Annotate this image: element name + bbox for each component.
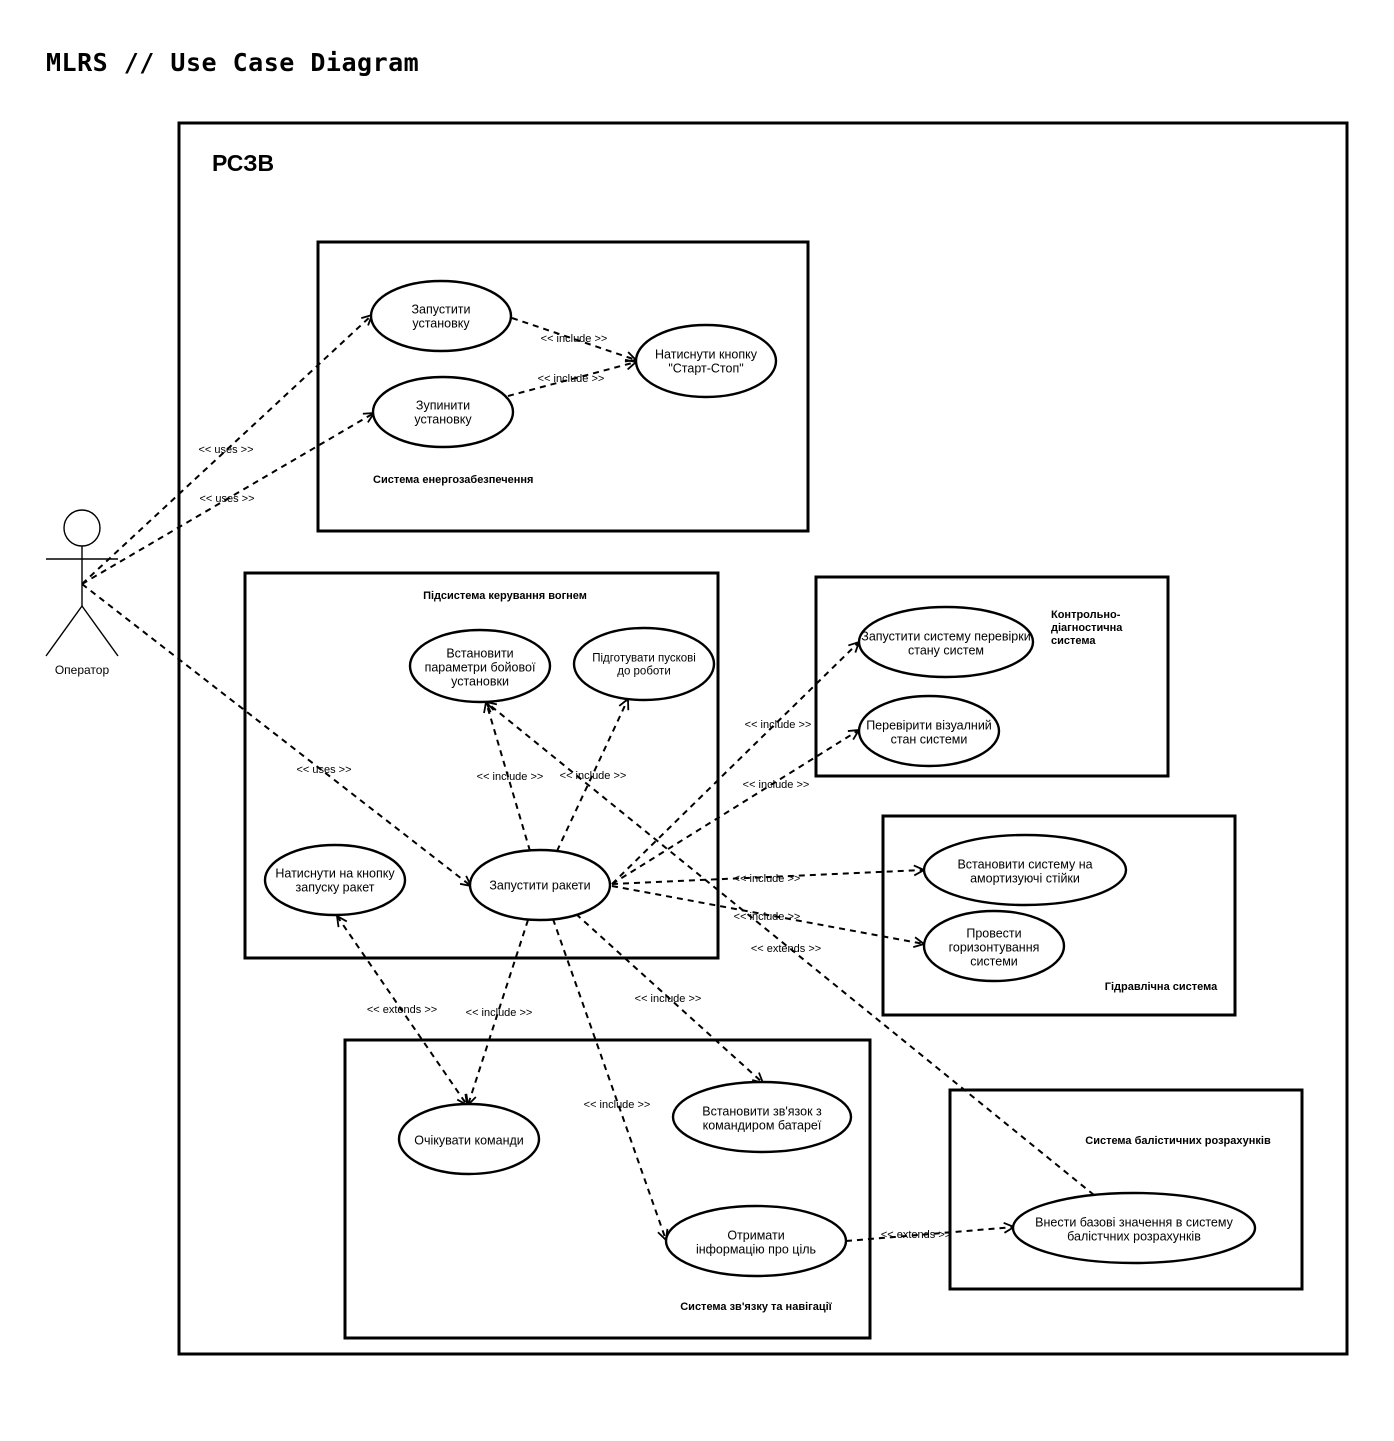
extends-edge-button-wait: << extends >> — [337, 916, 467, 1105]
svg-text:<< include >>: << include >> — [541, 333, 608, 345]
svg-text:<< include >>: << include >> — [477, 771, 544, 783]
svg-text:<< uses >>: << uses >> — [198, 444, 253, 456]
svg-text:<< extends >>: << extends >> — [751, 943, 821, 955]
subsystem-frame-hydraulic — [881, 814, 1237, 1017]
include-edge-start-to-button: << include >> — [511, 317, 636, 360]
svg-text:<< include >>: << include >> — [635, 993, 702, 1005]
svg-text:<< include >>: << include >> — [743, 779, 810, 791]
uses-edge-stop-installation: << uses >> — [81, 413, 374, 585]
subsystem-label-fire-control: Підсистема керування вогнем — [423, 590, 587, 602]
use-case-launch-rockets[interactable]: Запустити ракети — [468, 848, 612, 922]
operator-actor-icon[interactable]: Оператор — [45, 509, 119, 677]
subsystem-frame-diagnostics — [814, 575, 1170, 778]
svg-text:<< extends >>: << extends >> — [881, 1229, 951, 1241]
actor-name-label: Оператор — [55, 663, 110, 677]
include-edge-launch-to-target: << include >> — [552, 918, 666, 1240]
subsystem-frame-ballistics — [948, 1088, 1304, 1291]
system-boundary-mlrs — [177, 121, 1349, 1356]
subsystem-frame-energy — [316, 240, 810, 533]
svg-text:Внести базові значення в систе: Внести базові значення в системубалістчн… — [1035, 1215, 1233, 1243]
svg-text:<< include >>: << include >> — [560, 770, 627, 782]
include-edge-launch-to-wait: << include >> — [466, 919, 533, 1105]
subsystem-label-communication: Система зв'язку та навігації — [680, 1301, 832, 1313]
extends-edge-ballistics-params: << extends >> — [486, 702, 1095, 1196]
subsystem-frame-communication — [343, 1038, 872, 1340]
include-edge-launch-to-leveling: << include >> — [611, 885, 924, 944]
svg-text:<< extends >>: << extends >> — [367, 1004, 437, 1016]
include-edge-stop-to-button: << include >> — [507, 362, 636, 397]
include-edge-launch-to-shock: << include >> — [611, 870, 924, 885]
subsystem-label-hydraulic: Гідравлічна система — [1105, 981, 1218, 993]
include-edge-launch-to-visual: << include >> — [611, 730, 859, 885]
svg-text:<< include >>: << include >> — [734, 911, 801, 923]
include-edge-launch-to-contact: << include >> — [575, 913, 763, 1083]
svg-text:<< include >>: << include >> — [584, 1099, 651, 1111]
use-case-wait-command[interactable]: Очікувати команди — [397, 1102, 541, 1176]
subsystem-label-energy: Система енергозабезпечення — [373, 474, 533, 486]
uses-edge-start-installation: << uses >> — [81, 315, 372, 585]
include-edge-launch-to-params: << include >> — [477, 702, 544, 852]
svg-text:<< include >>: << include >> — [745, 719, 812, 731]
use-case-press-start-stop[interactable]: Натиснути кнопку"Старт-Стоп" — [634, 323, 778, 399]
svg-text:Натиснути кнопку"Старт-Стоп": Натиснути кнопку"Старт-Стоп" — [655, 347, 758, 375]
uses-edge-launch-rockets: << uses >> — [81, 583, 471, 886]
svg-text:<< uses >>: << uses >> — [199, 493, 254, 505]
extends-edge-target-ballistics: << extends >> — [845, 1227, 1014, 1242]
svg-text:<< include >>: << include >> — [734, 873, 801, 885]
page-title: MLRS // Use Case Diagram — [46, 48, 420, 77]
system-name-label: РСЗВ — [212, 150, 274, 176]
svg-text:<< include >>: << include >> — [466, 1007, 533, 1019]
svg-text:<< uses >>: << uses >> — [296, 764, 351, 776]
subsystem-label-ballistics: Система балістичних розрахунків — [1085, 1135, 1271, 1147]
svg-text:Очікувати команди: Очікувати команди — [414, 1133, 524, 1147]
include-edge-launch-to-check: << include >> — [611, 642, 859, 885]
include-edge-launch-to-prepare: << include >> — [556, 699, 628, 852]
subsystem-frame-fire-control — [243, 571, 720, 960]
svg-text:<< include >>: << include >> — [538, 373, 605, 385]
svg-text:Запустити ракети: Запустити ракети — [489, 878, 590, 892]
